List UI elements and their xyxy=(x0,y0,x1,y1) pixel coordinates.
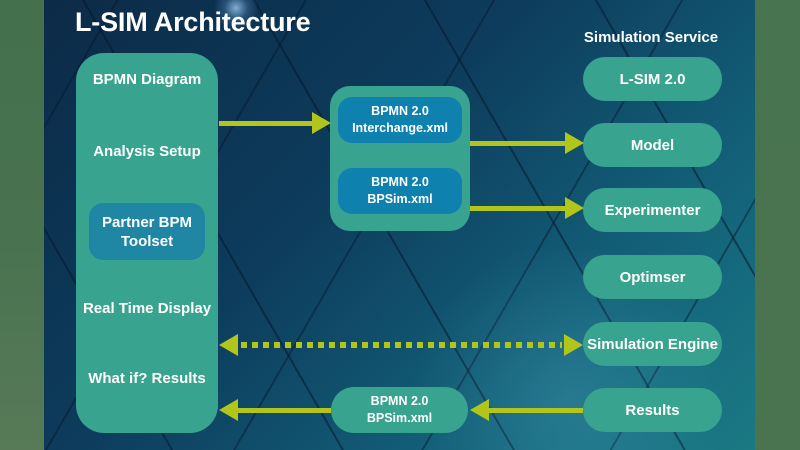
pill-model: Model xyxy=(583,123,722,167)
lens-flare-glint xyxy=(212,0,260,30)
simulation-service-label: Simulation Service xyxy=(583,29,719,46)
results-bpsim-xml-box: BPMN 2.0 BPSim.xml xyxy=(331,387,468,433)
pill-results: Results xyxy=(583,388,722,432)
bpsim-xml-line1: BPMN 2.0 xyxy=(371,175,429,189)
arrowhead-left-icon xyxy=(219,399,238,421)
pill-experimenter-label: Experimenter xyxy=(604,201,701,219)
panel-item-real-time-display: Real Time Display xyxy=(82,300,212,317)
panel-item-bpmn-diagram: BPMN Diagram xyxy=(92,71,202,88)
results-bpsim-line1: BPMN 2.0 xyxy=(370,394,429,408)
arrowhead-right-icon xyxy=(564,334,583,356)
pill-lsim-2-0: L-SIM 2.0 xyxy=(583,57,722,101)
interchange-xml-line2: Interchange.xml xyxy=(352,121,448,135)
arrowhead-left-icon xyxy=(219,334,238,356)
arrow-line xyxy=(237,408,331,413)
interchange-files-group: BPMN 2.0 Interchange.xml BPMN 2.0 BPSim.… xyxy=(330,86,470,231)
arrow-line xyxy=(470,141,567,146)
arrowhead-right-icon xyxy=(565,197,584,219)
panel-item-analysis-setup: Analysis Setup xyxy=(93,143,201,160)
pill-results-label: Results xyxy=(625,401,680,419)
interchange-xml-box: BPMN 2.0 Interchange.xml xyxy=(338,97,462,143)
arrow-line xyxy=(219,121,314,126)
results-bpsim-line2: BPSim.xml xyxy=(366,411,433,425)
right-green-edge xyxy=(755,0,800,450)
pill-optimser-label: Optimser xyxy=(619,268,686,286)
bpsim-xml-box: BPMN 2.0 BPSim.xml xyxy=(338,168,462,214)
arrow-line xyxy=(470,206,567,211)
pill-experimenter: Experimenter xyxy=(583,188,722,232)
pill-optimser: Optimser xyxy=(583,255,722,299)
interchange-xml-line1: BPMN 2.0 xyxy=(371,104,429,118)
bpm-toolset-panel: BPMN Diagram Analysis Setup Partner BPM … xyxy=(76,53,218,433)
pill-model-label: Model xyxy=(630,136,675,154)
pill-simulation-engine-label: Simulation Engine xyxy=(587,335,718,353)
pill-lsim-2-0-label: L-SIM 2.0 xyxy=(619,70,686,88)
bpsim-xml-line2: BPSim.xml xyxy=(367,192,433,206)
arrowhead-right-icon xyxy=(565,132,584,154)
panel-item-what-if-results: What if? Results xyxy=(88,370,206,387)
partner-bpm-toolset-box: Partner BPM Toolset xyxy=(89,203,205,260)
page-title: L-SIM Architecture xyxy=(75,7,311,37)
arrowhead-right-icon xyxy=(312,112,331,134)
pill-simulation-engine: Simulation Engine xyxy=(583,322,722,366)
arrow-line xyxy=(488,408,583,413)
partner-bpm-toolset-label: Partner BPM Toolset xyxy=(101,213,193,250)
dashed-arrow-line xyxy=(241,342,562,348)
left-green-edge xyxy=(0,0,44,450)
arrowhead-left-icon xyxy=(470,399,489,421)
